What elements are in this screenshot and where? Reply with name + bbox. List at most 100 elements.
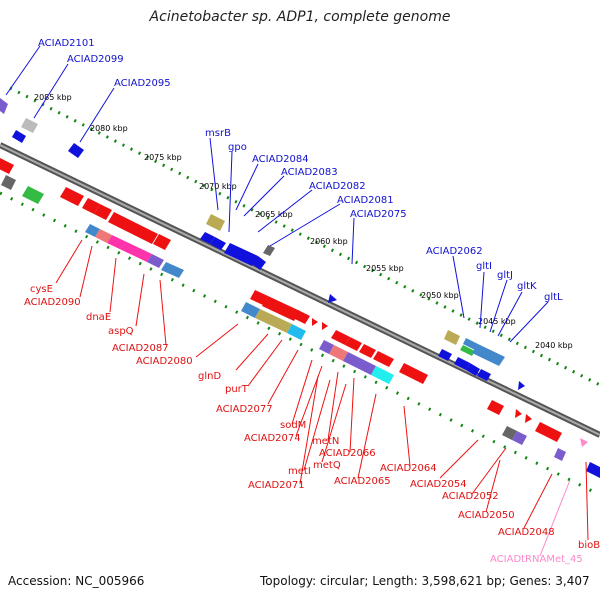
gene-label[interactable]: ACIAD2083 <box>281 167 338 178</box>
gene-label[interactable]: ACIAD2099 <box>67 54 124 65</box>
forward-gene[interactable] <box>263 245 275 256</box>
reverse-gene[interactable] <box>525 414 532 423</box>
gene-label[interactable]: ACIAD2048 <box>498 527 555 538</box>
trna-gene[interactable] <box>580 438 588 447</box>
gene-label[interactable]: ACIAD2077 <box>216 404 273 415</box>
forward-gene[interactable] <box>200 232 215 244</box>
gene-label[interactable]: ACIAD2062 <box>426 246 483 257</box>
forward-gene[interactable] <box>21 118 38 133</box>
forward-gene[interactable] <box>477 369 491 381</box>
forward-gene[interactable] <box>68 143 84 158</box>
reverse-gene[interactable] <box>262 296 300 321</box>
forward-gene[interactable] <box>466 363 480 376</box>
reverse-gene[interactable] <box>255 309 292 333</box>
reverse-gene[interactable] <box>95 229 112 243</box>
reverse-gene[interactable] <box>359 344 376 358</box>
reverse-gene[interactable] <box>250 290 268 305</box>
gene-label[interactable]: gltI <box>476 261 492 272</box>
gene-label[interactable]: gltJ <box>497 270 513 281</box>
reverse-gene[interactable] <box>371 366 394 384</box>
reverse-gene[interactable] <box>293 310 310 324</box>
forward-gene[interactable] <box>454 357 470 370</box>
gene-label[interactable]: ACIAD2066 <box>319 448 376 459</box>
reverse-gene[interactable] <box>322 322 328 330</box>
reverse-gene[interactable] <box>153 234 171 250</box>
gene-label[interactable]: gpo <box>228 142 247 153</box>
gene-label[interactable]: metQ <box>313 460 341 471</box>
reverse-gene[interactable] <box>22 186 44 204</box>
gene-label[interactable]: metI <box>288 466 311 477</box>
gene-label[interactable]: ACIAD2064 <box>380 463 437 474</box>
reverse-gene[interactable] <box>331 330 350 345</box>
gene-label[interactable]: sodM <box>280 420 306 431</box>
gene-label[interactable]: ACIAD2050 <box>458 510 515 521</box>
gene-label[interactable]: ACIAD2052 <box>442 491 499 502</box>
reverse-gene[interactable] <box>373 351 394 367</box>
reverse-gene[interactable] <box>241 302 260 318</box>
gene-label[interactable]: ACIAD2084 <box>252 154 309 165</box>
reverse-gene[interactable] <box>147 254 164 268</box>
reverse-gene[interactable] <box>60 187 84 206</box>
gene-label[interactable]: glnD <box>198 371 221 382</box>
reverse-gene[interactable] <box>94 204 112 220</box>
reverse-gene[interactable] <box>161 262 184 278</box>
reverse-gene[interactable] <box>512 431 527 445</box>
gene-label[interactable]: msrB <box>205 128 231 139</box>
reverse-gene[interactable] <box>535 422 562 442</box>
gene-label[interactable]: cysE <box>30 284 53 295</box>
reverse-gene[interactable] <box>85 224 100 237</box>
gene-label[interactable]: ACIAD2075 <box>350 209 407 220</box>
reverse-gene[interactable] <box>82 198 100 214</box>
gene-label[interactable]: gltK <box>517 281 537 292</box>
forward-gene[interactable] <box>0 98 8 114</box>
gene-label[interactable]: aspQ <box>108 326 134 337</box>
gene-label[interactable]: ACIAD2065 <box>334 476 391 487</box>
reverse-gene[interactable] <box>515 409 522 418</box>
gene-label[interactable]: bioB <box>578 540 600 551</box>
forward-gene[interactable] <box>586 462 600 478</box>
reverse-gene[interactable] <box>502 426 517 440</box>
reverse-gene[interactable] <box>319 340 334 354</box>
reverse-gene[interactable] <box>343 352 376 375</box>
gene-label[interactable]: ACIAD2054 <box>410 479 467 490</box>
gene-label[interactable]: ACIAD2080 <box>136 356 193 367</box>
reverse-gene[interactable] <box>345 337 362 351</box>
reverse-gene[interactable] <box>312 318 318 326</box>
forward-gene[interactable] <box>252 256 266 270</box>
forward-gene[interactable] <box>460 345 475 356</box>
forward-gene[interactable] <box>210 237 226 250</box>
reverse-gene[interactable] <box>287 324 306 340</box>
gene-label[interactable]: ACIAD2074 <box>244 433 301 444</box>
gene-label[interactable]: metN <box>312 436 339 447</box>
forward-gene[interactable] <box>444 330 460 345</box>
gene-label[interactable]: ACIADtRNAMet_45 <box>490 554 583 565</box>
reverse-gene[interactable] <box>1 175 16 190</box>
forward-gene[interactable] <box>438 349 452 361</box>
forward-gene[interactable] <box>463 338 478 350</box>
gene-label[interactable]: ACIAD2095 <box>114 78 171 89</box>
gene-label[interactable]: ACIAD2081 <box>337 195 394 206</box>
forward-gene[interactable] <box>518 381 525 390</box>
gene-label[interactable]: ACIAD2101 <box>38 38 95 49</box>
forward-gene[interactable] <box>12 130 26 143</box>
gene-label[interactable]: dnaE <box>86 312 111 323</box>
gene-label[interactable]: ACIAD2090 <box>24 297 81 308</box>
reverse-gene[interactable] <box>0 158 14 174</box>
gene-label[interactable]: ACIAD2071 <box>248 480 305 491</box>
reverse-gene[interactable] <box>399 363 428 384</box>
scale-label: 2085 kbp <box>34 93 72 102</box>
gene-label[interactable]: gltL <box>544 292 563 303</box>
reverse-gene[interactable] <box>487 400 504 415</box>
reverse-lower-track <box>0 191 600 497</box>
gene-label[interactable]: ACIAD2087 <box>112 343 169 354</box>
forward-gene[interactable] <box>224 243 258 266</box>
forward-gene[interactable] <box>472 344 505 366</box>
forward-gene[interactable] <box>328 294 337 303</box>
gene-label[interactable]: ACIAD2082 <box>309 181 366 192</box>
reverse-gene[interactable] <box>108 212 158 244</box>
reverse-gene[interactable] <box>107 235 152 262</box>
forward-gene[interactable] <box>206 214 225 231</box>
reverse-gene[interactable] <box>329 345 348 361</box>
reverse-gene[interactable] <box>554 448 566 461</box>
gene-label[interactable]: purT <box>225 384 249 395</box>
